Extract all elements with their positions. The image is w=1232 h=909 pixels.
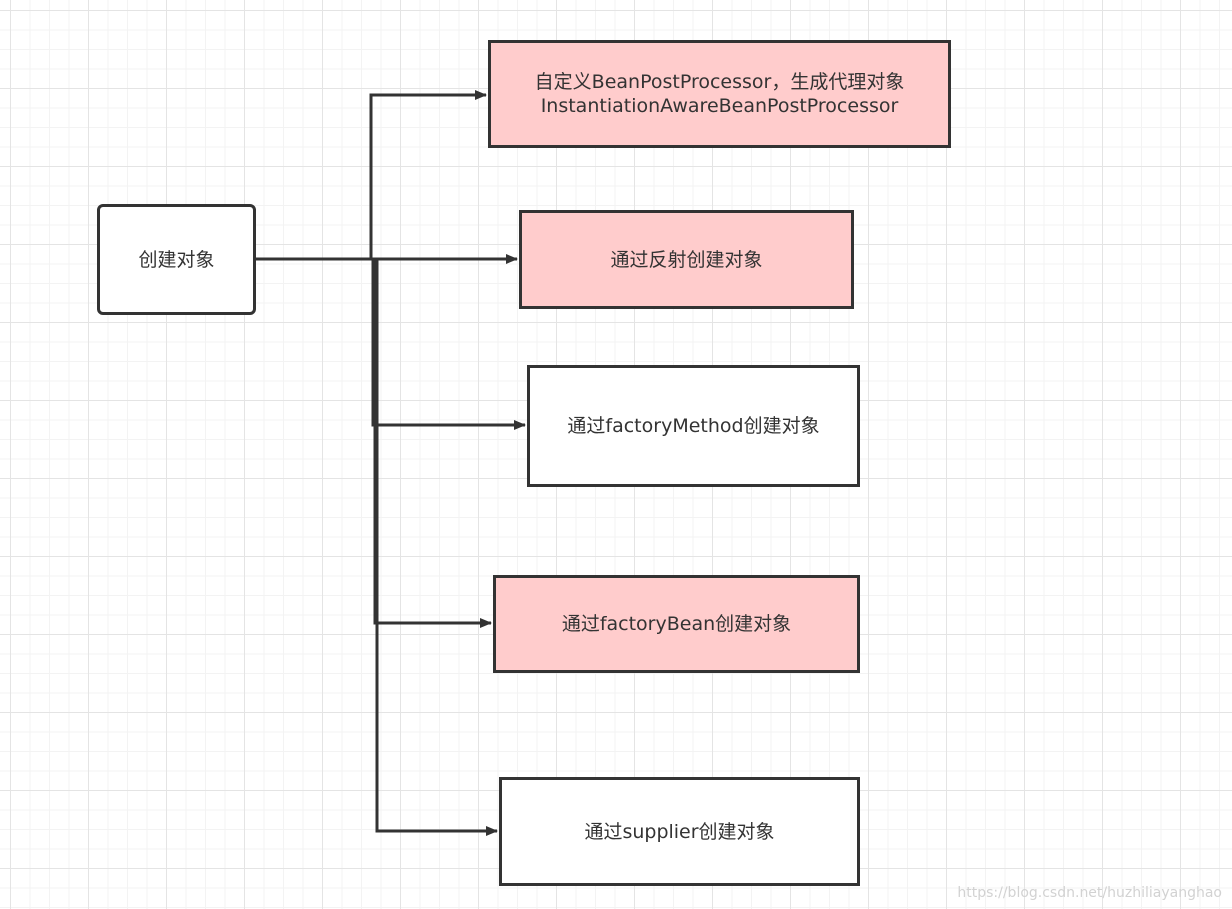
node-label: 通过supplier创建对象 bbox=[584, 820, 775, 843]
node-create-by-factory-bean[interactable]: 通过factoryBean创建对象 bbox=[493, 575, 860, 673]
node-label-line-1: 自定义BeanPostProcessor，生成代理对象 bbox=[534, 71, 905, 93]
edge-root-to-bpp bbox=[256, 90, 487, 261]
node-label: 通过factoryMethod创建对象 bbox=[567, 415, 820, 437]
node-label: 通过factoryBean创建对象 bbox=[561, 613, 792, 635]
root-node-label: 创建对象 bbox=[138, 248, 215, 271]
watermark-text: https://blog.csdn.net/huzhiliayanghao bbox=[957, 885, 1222, 901]
node-create-by-reflection[interactable]: 通过反射创建对象 bbox=[519, 210, 854, 309]
node-label-line-2: InstantiationAwareBeanPostProcessor bbox=[540, 95, 899, 117]
node-label: 自定义BeanPostProcessor，生成代理对象 Instantiatio… bbox=[535, 70, 905, 118]
root-node-create-object[interactable]: 创建对象 bbox=[97, 204, 256, 315]
node-create-by-factory-method[interactable]: 通过factoryMethod创建对象 bbox=[527, 365, 860, 487]
edge-root-to-supplier bbox=[256, 257, 498, 836]
node-label: 通过反射创建对象 bbox=[610, 248, 763, 271]
node-custom-bean-post-processor[interactable]: 自定义BeanPostProcessor，生成代理对象 Instantiatio… bbox=[488, 40, 951, 148]
node-create-by-supplier[interactable]: 通过supplier创建对象 bbox=[499, 777, 860, 886]
edge-root-to-factory-bean bbox=[256, 257, 492, 628]
edge-root-to-factory-method bbox=[256, 257, 526, 430]
